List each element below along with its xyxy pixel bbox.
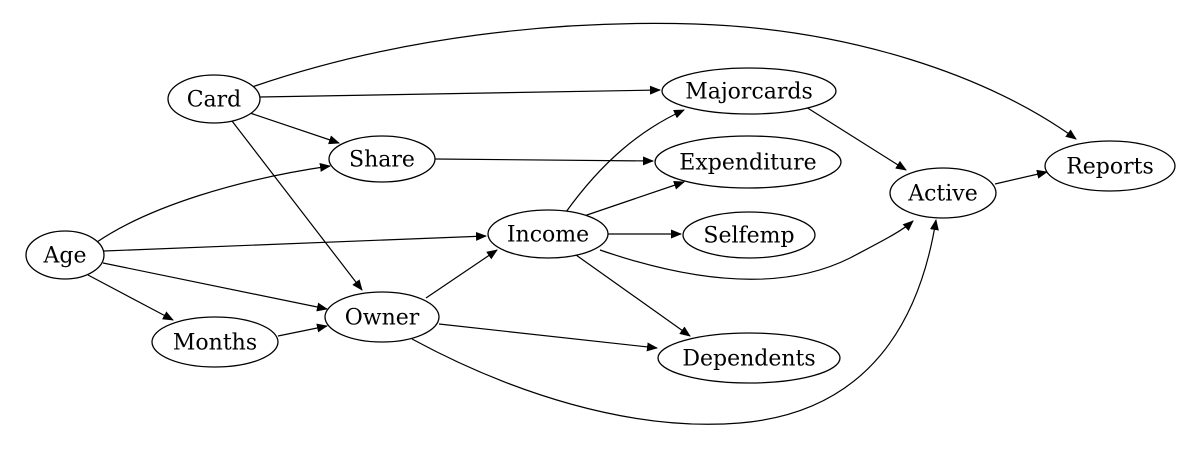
share-label: Share <box>349 148 415 173</box>
node-owner: Owner <box>324 291 440 343</box>
edge-age-owner <box>102 262 328 312</box>
months-label: Months <box>173 331 257 356</box>
edge-owner-dependents <box>438 323 658 352</box>
owner-label: Owner <box>345 306 420 331</box>
card-label: Card <box>187 88 242 113</box>
edge-income-majorcards <box>565 109 685 213</box>
income-label: Income <box>507 223 589 248</box>
majorcards-ellipse <box>661 67 837 115</box>
dependents-label: Dependents <box>682 347 815 372</box>
edge-card-reports <box>251 22 1077 140</box>
edge-income-active <box>599 220 914 280</box>
node-active: Active <box>889 167 997 219</box>
edge-active-reports <box>994 169 1048 185</box>
edge-owner-income <box>425 249 498 299</box>
selfemp-label: Selfemp <box>703 224 794 249</box>
edge-owner-active <box>411 219 939 425</box>
majorcards-label: Majorcards <box>685 80 813 105</box>
edge-majorcards-active <box>805 106 907 171</box>
node-selfemp: Selfemp <box>682 211 816 259</box>
card-ellipse <box>167 74 261 124</box>
reports-ellipse <box>1044 140 1176 192</box>
selfemp-ellipse <box>682 211 816 259</box>
node-majorcards: Majorcards <box>661 67 837 115</box>
expenditure-ellipse <box>654 135 842 189</box>
edge-card-owner <box>231 120 363 291</box>
edge-share-expenditure <box>434 156 654 166</box>
node-age: Age <box>25 230 105 280</box>
edge-age-share <box>96 162 331 243</box>
reports-label: Reports <box>1066 155 1154 180</box>
owner-ellipse <box>324 291 440 343</box>
node-share: Share <box>328 135 436 183</box>
share-ellipse <box>328 135 436 183</box>
edge-age-months <box>87 274 174 321</box>
node-reports: Reports <box>1044 140 1176 192</box>
edge-age-income <box>103 231 487 252</box>
age-ellipse <box>25 230 105 280</box>
edge-card-share <box>249 112 340 145</box>
edge-layer <box>87 22 1077 425</box>
income-ellipse <box>487 209 609 259</box>
node-dependents: Dependents <box>657 332 841 384</box>
dependents-ellipse <box>657 332 841 384</box>
edge-months-owner <box>277 323 328 337</box>
edge-income-dependents <box>575 254 691 337</box>
months-ellipse <box>151 316 279 368</box>
edge-card-majorcards <box>259 85 661 98</box>
active-ellipse <box>889 167 997 219</box>
active-label: Active <box>907 182 978 207</box>
node-expenditure: Expenditure <box>654 135 842 189</box>
node-card: Card <box>167 74 261 124</box>
expenditure-label: Expenditure <box>679 151 816 176</box>
age-label: Age <box>43 244 87 269</box>
edge-income-expenditure <box>583 180 685 217</box>
node-income: Income <box>487 209 609 259</box>
node-months: Months <box>151 316 279 368</box>
